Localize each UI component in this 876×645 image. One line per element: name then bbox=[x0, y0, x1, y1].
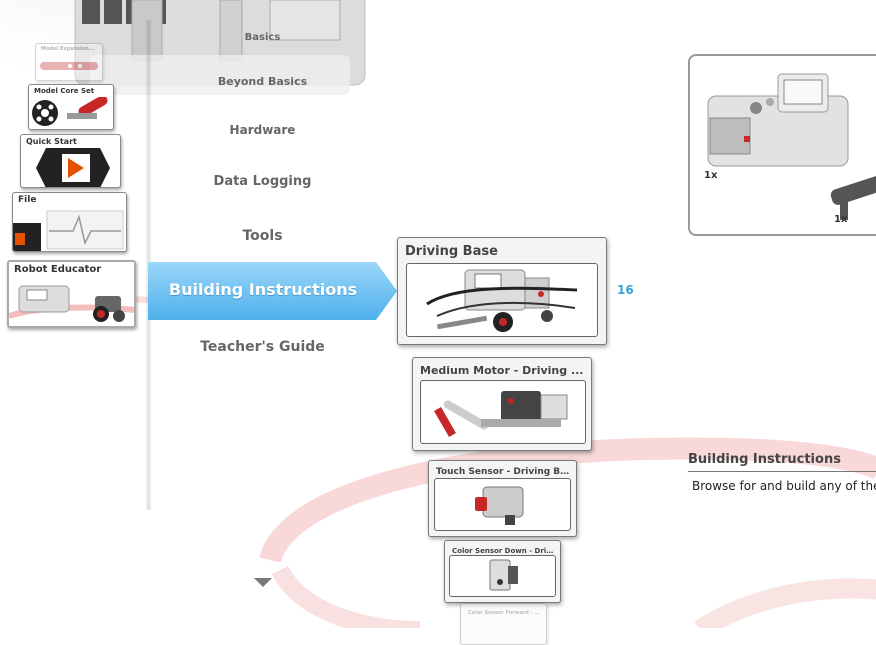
gear-icon bbox=[32, 97, 108, 126]
build-card-thumbnail bbox=[449, 555, 556, 597]
touch-sensor-icon bbox=[475, 486, 524, 525]
preview-description: Browse for and build any of the bbox=[692, 479, 876, 493]
menu-item-hardware[interactable]: Hardware bbox=[229, 123, 296, 137]
left-card-label: File bbox=[18, 195, 37, 205]
menu-item-data-logging[interactable]: Data Logging bbox=[213, 174, 312, 189]
robot-icon bbox=[9, 285, 134, 322]
left-card-quick-start[interactable]: Quick Start bbox=[20, 134, 121, 188]
build-card-color-sensor-down[interactable]: Color Sensor Down - Driv... bbox=[444, 540, 561, 603]
build-card-thumbnail bbox=[434, 478, 571, 531]
build-card-title: Color Sensor Forward - D... bbox=[468, 610, 540, 616]
build-card-title: Color Sensor Down - Driv... bbox=[452, 547, 554, 555]
left-card-label: Robot Educator bbox=[14, 264, 102, 275]
part-quantity: 1x bbox=[704, 170, 718, 181]
left-card-file[interactable]: File bbox=[12, 192, 127, 252]
play-icon bbox=[36, 148, 110, 187]
menu-item-beyond-basics[interactable]: Beyond Basics bbox=[217, 75, 308, 88]
parts-list-icon bbox=[707, 73, 876, 220]
left-card-label: Model Expansion... bbox=[41, 46, 95, 52]
menu-item-building-instructions[interactable]: Building Instructions bbox=[168, 280, 358, 299]
left-card-robot-educator[interactable]: Robot Educator bbox=[7, 260, 136, 328]
left-card-label: Quick Start bbox=[26, 137, 77, 146]
menu-item-tools[interactable]: Tools bbox=[242, 228, 283, 244]
driving-base-icon bbox=[426, 269, 578, 332]
build-card-touch-sensor[interactable]: Touch Sensor - Driving B... bbox=[428, 460, 577, 537]
menu-item-basics[interactable]: Basics bbox=[244, 32, 281, 43]
build-card-title: Medium Motor - Driving ... bbox=[420, 364, 584, 377]
left-card-label: Model Core Set bbox=[34, 87, 95, 95]
build-card-thumbnail bbox=[406, 263, 598, 337]
preview-title: Building Instructions bbox=[688, 452, 841, 467]
preview-divider bbox=[688, 471, 876, 472]
parts-preview-panel: 1x 1x bbox=[688, 54, 876, 236]
file-program-icon bbox=[13, 210, 124, 251]
scroll-down-arrow-icon[interactable] bbox=[254, 578, 272, 587]
build-card-title: Driving Base bbox=[405, 244, 498, 259]
left-card-model-expansion[interactable]: Model Expansion... bbox=[35, 43, 103, 81]
part-quantity: 1x bbox=[834, 214, 848, 225]
build-card-medium-motor[interactable]: Medium Motor - Driving ... bbox=[412, 357, 592, 451]
build-card-driving-base[interactable]: Driving Base bbox=[397, 237, 607, 345]
build-count-badge: 16 bbox=[617, 283, 634, 297]
build-card-color-sensor-forward[interactable]: Color Sensor Forward - D... bbox=[460, 603, 547, 645]
left-card-model-core-set[interactable]: Model Core Set bbox=[28, 84, 114, 130]
selected-menu-highlight bbox=[148, 262, 397, 320]
build-card-thumbnail bbox=[420, 380, 586, 444]
build-card-title: Touch Sensor - Driving B... bbox=[436, 467, 570, 477]
color-sensor-icon bbox=[489, 559, 518, 591]
beam-icon bbox=[40, 62, 98, 70]
ev3-brick-top-icon bbox=[74, 0, 366, 95]
menu-item-teachers-guide[interactable]: Teacher's Guide bbox=[200, 339, 325, 355]
medium-motor-icon bbox=[434, 391, 568, 437]
